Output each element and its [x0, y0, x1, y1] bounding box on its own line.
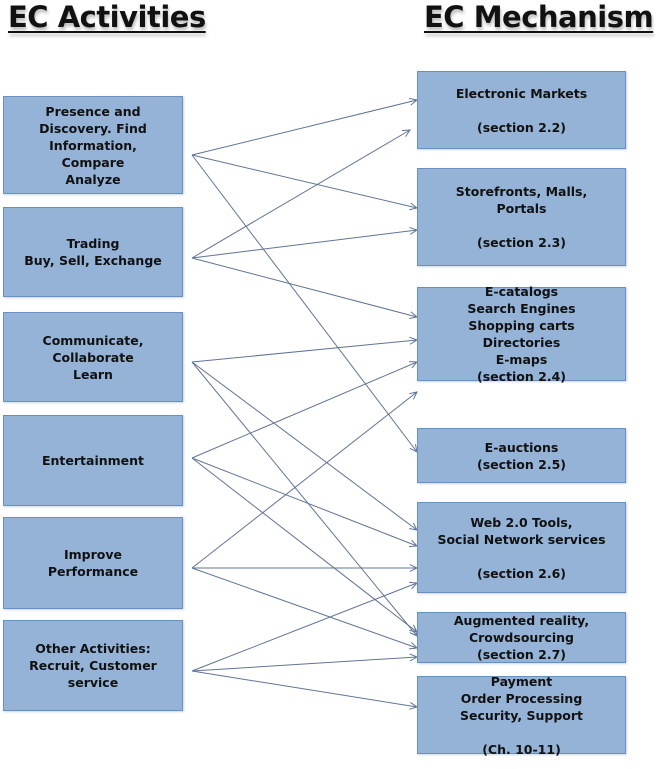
activity-other: Other Activities: Recruit, Customer serv…	[3, 620, 183, 711]
connector-line	[191, 582, 418, 672]
arrowhead-icon	[401, 129, 411, 137]
mechanism-electronic-markets: Electronic Markets (section 2.2)	[417, 71, 626, 149]
connector-line	[191, 457, 418, 547]
connector-line	[191, 361, 418, 531]
activity-presence: Presence and Discovery. Find Information…	[3, 96, 183, 194]
connector-line	[191, 391, 418, 569]
mechanism-eauctions: E-auctions (section 2.5)	[417, 428, 626, 483]
connector-line	[191, 99, 418, 156]
activity-improve-performance: Improve Performance	[3, 517, 183, 609]
connector-line	[191, 361, 418, 637]
connector-line	[191, 129, 411, 259]
mechanism-augmented-reality: Augmented reality, Crowdsourcing (sectio…	[417, 612, 626, 663]
mechanism-storefronts: Storefronts, Malls, Portals (section 2.3…	[417, 168, 626, 266]
arrowhead-icon	[409, 391, 418, 400]
connector-line	[191, 670, 418, 708]
activities-header: EC Activities	[8, 0, 206, 34]
connector-line	[191, 154, 418, 453]
connector-line	[191, 457, 418, 633]
connector-line	[191, 154, 418, 209]
connector-line	[191, 339, 418, 363]
mechanism-payment: Payment Order Processing Security, Suppo…	[417, 674, 626, 757]
mechanism-ecatalogs: E-catalogs Search Engines Shopping carts…	[417, 284, 626, 384]
activity-entertainment: Entertainment	[3, 415, 183, 506]
activity-trading: Trading Buy, Sell, Exchange	[3, 207, 183, 297]
connector-line	[191, 257, 418, 318]
mechanism-web20: Web 2.0 Tools, Social Network services (…	[417, 502, 626, 593]
connector-line	[191, 361, 418, 459]
connector-line	[191, 229, 418, 259]
connector-line	[191, 656, 418, 672]
activity-communicate: Communicate, Collaborate Learn	[3, 312, 183, 402]
mechanism-header: EC Mechanism	[424, 0, 654, 34]
connector-line	[191, 567, 418, 649]
